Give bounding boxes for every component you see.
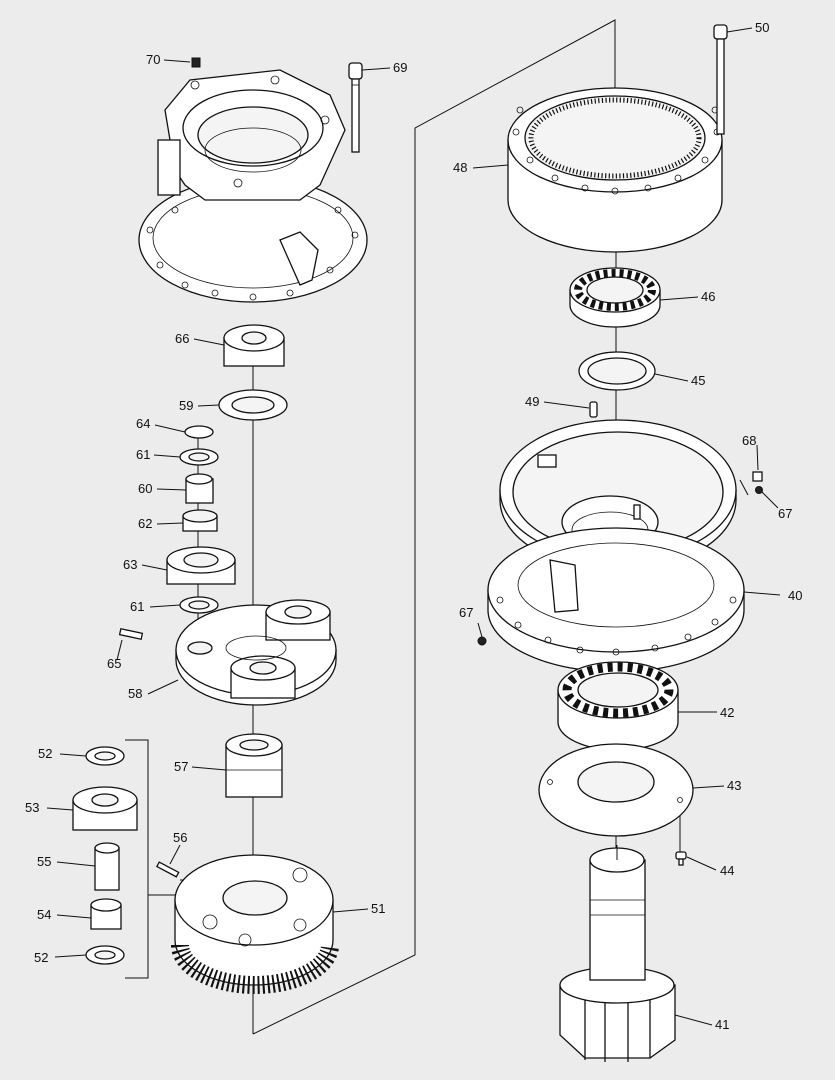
callout-40: 40: [788, 588, 802, 603]
bearing-46: [569, 267, 661, 328]
ring-gear-48: [507, 87, 723, 253]
callout-42: 42: [720, 705, 734, 720]
callout-62: 62: [138, 516, 152, 531]
gear-63: [166, 546, 236, 585]
pin-60: [185, 473, 214, 504]
callout-69: 69: [393, 60, 407, 75]
seal-45: [578, 351, 656, 391]
callout-63: 63: [123, 557, 137, 572]
callout-51: 51: [371, 901, 385, 916]
housing-flange: [138, 69, 368, 303]
planet-carrier-51: [171, 854, 339, 994]
bolt-50: [713, 24, 728, 135]
pinion-shaft-41: [559, 845, 676, 1062]
needle-bearing-62: [182, 509, 218, 532]
callout-57: 57: [174, 759, 188, 774]
callout-52-top: 52: [38, 746, 52, 761]
bearing-42: [557, 661, 679, 751]
snap-ring-64: [184, 425, 214, 439]
screw-44: [675, 851, 687, 866]
washer-61-bottom: [179, 596, 219, 614]
plugs-67-68: [477, 471, 763, 646]
plate-43: [538, 743, 694, 837]
housing-bolt-holes: [146, 75, 359, 301]
planet-carrier-58: [175, 599, 337, 706]
pin-56: [156, 861, 180, 878]
callout-65: 65: [107, 656, 121, 671]
housing-40: [487, 527, 745, 673]
callout-67-right: 67: [778, 506, 792, 521]
callout-55: 55: [37, 854, 51, 869]
gear-66: [223, 324, 285, 367]
callout-59: 59: [179, 398, 193, 413]
shaft-55: [94, 842, 120, 891]
washer-52-top: [85, 746, 125, 766]
callout-48: 48: [453, 160, 467, 175]
callout-leaders: [46, 27, 781, 1026]
callout-54: 54: [37, 907, 51, 922]
callout-56: 56: [173, 830, 187, 845]
callout-61-bottom: 61: [130, 599, 144, 614]
callout-41: 41: [715, 1017, 729, 1032]
pin-65: [118, 628, 144, 640]
callout-66: 66: [175, 331, 189, 346]
plug-70: [191, 57, 201, 68]
washer-59: [218, 389, 288, 421]
callout-43: 43: [727, 778, 741, 793]
washer-52-bottom: [85, 945, 125, 965]
callout-58: 58: [128, 686, 142, 701]
callout-61-top: 61: [136, 447, 150, 462]
callout-50: 50: [755, 20, 769, 35]
gear-53: [72, 786, 138, 831]
callout-49: 49: [525, 394, 539, 409]
pin-49: [589, 401, 598, 418]
bolt-69: [348, 62, 363, 153]
callout-70: 70: [146, 52, 160, 67]
callout-53: 53: [25, 800, 39, 815]
sun-gear-57: [225, 733, 283, 798]
callout-44: 44: [720, 863, 734, 878]
callout-64: 64: [136, 416, 150, 431]
washer-61-top: [179, 448, 219, 466]
callout-68: 68: [742, 433, 756, 448]
ring-bolt-holes: [512, 106, 721, 195]
bushing-54: [90, 898, 122, 930]
housing-40-bolt-holes: [496, 596, 737, 656]
callout-52-bottom: 52: [34, 950, 48, 965]
callout-labels: 70 69 50 48 66 59 64 61 60 62 63 61 65 5…: [25, 20, 802, 1032]
callout-46: 46: [701, 289, 715, 304]
callout-45: 45: [691, 373, 705, 388]
callout-67-left: 67: [459, 605, 473, 620]
callout-60: 60: [138, 481, 152, 496]
